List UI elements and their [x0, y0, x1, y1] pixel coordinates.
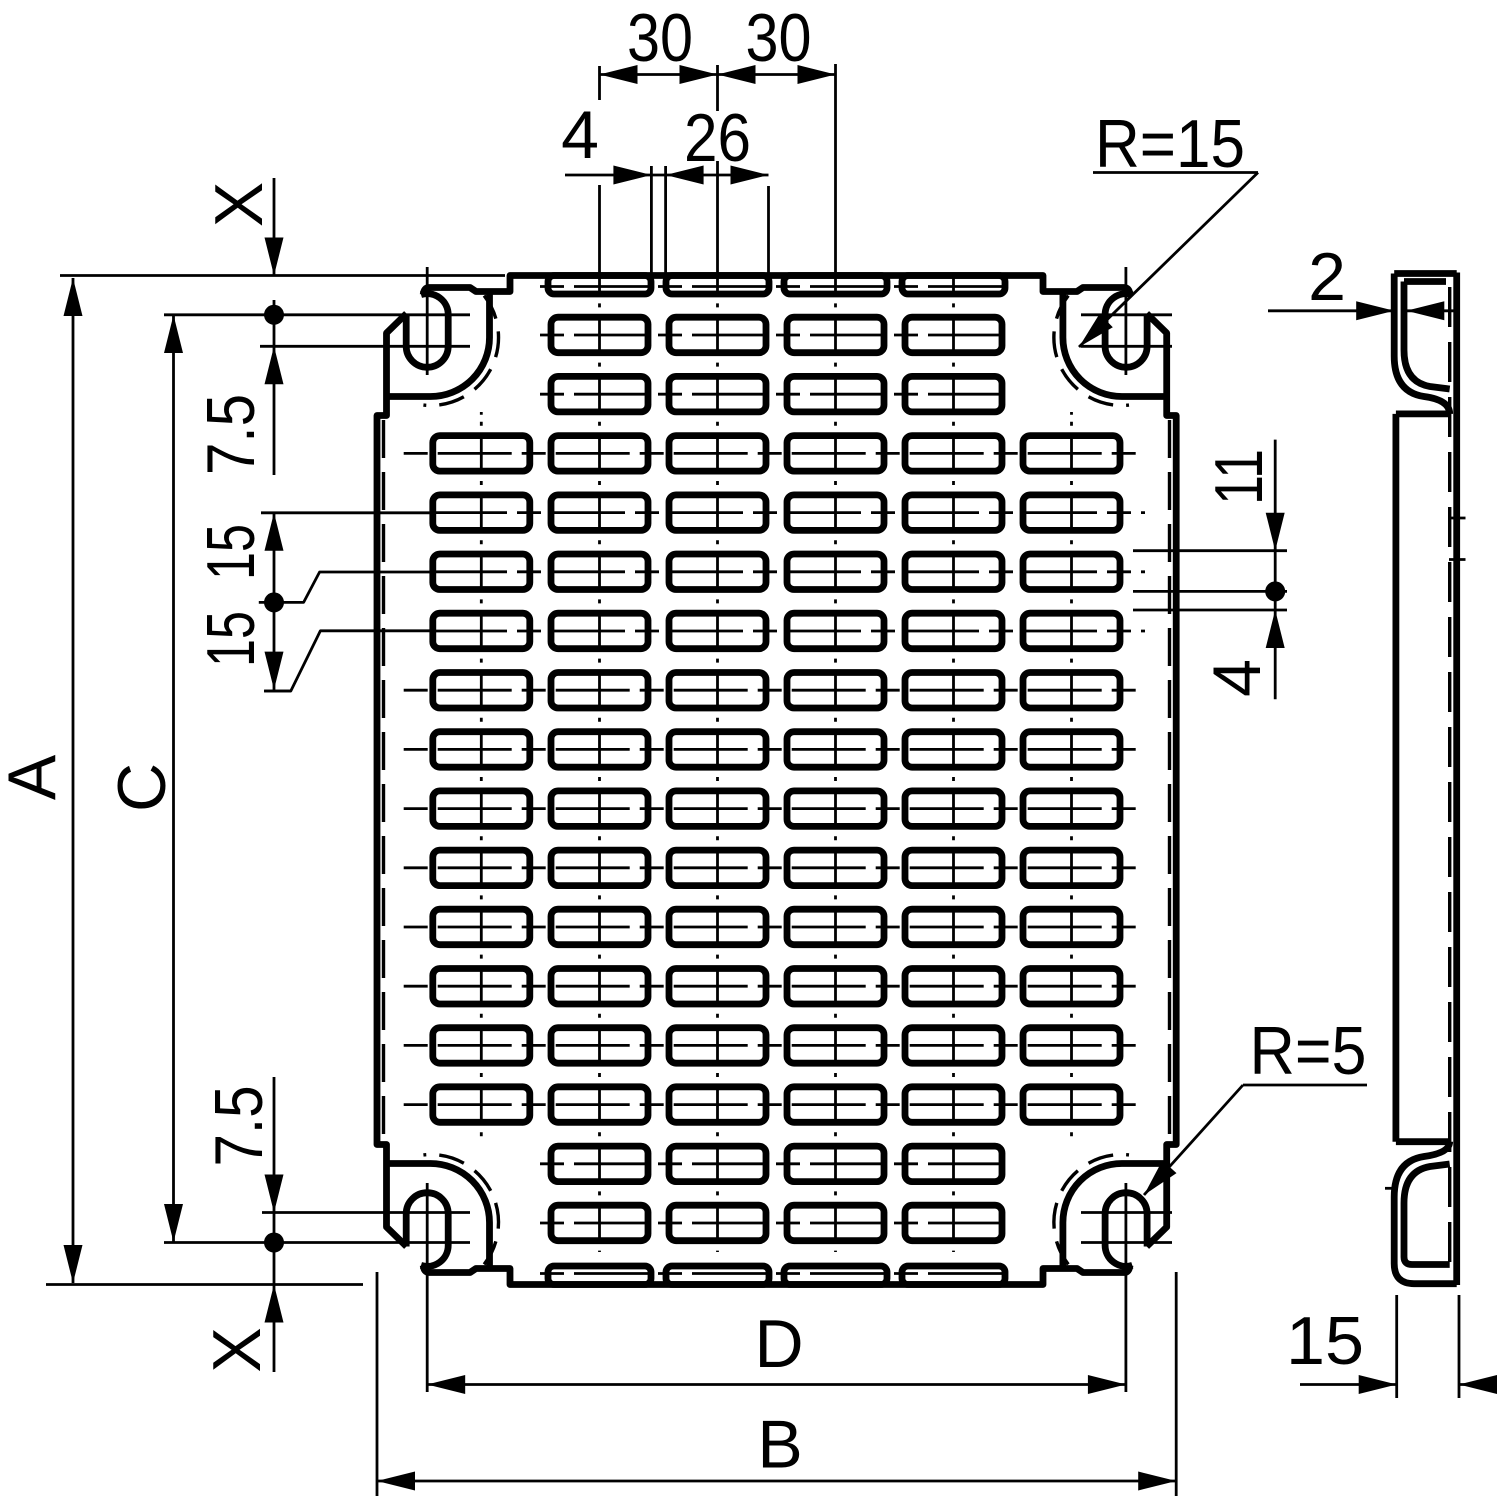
svg-text:11: 11: [1201, 449, 1277, 505]
svg-text:C: C: [104, 763, 180, 812]
svg-text:4: 4: [1199, 659, 1275, 697]
svg-text:30: 30: [627, 0, 693, 76]
svg-text:R=15: R=15: [1095, 106, 1245, 182]
svg-text:15: 15: [193, 524, 269, 580]
svg-text:4: 4: [561, 97, 599, 173]
svg-text:X: X: [201, 182, 277, 227]
svg-text:X: X: [199, 1327, 275, 1372]
svg-text:7.5: 7.5: [193, 394, 269, 475]
svg-text:A: A: [0, 754, 70, 800]
svg-text:B: B: [757, 1407, 802, 1483]
svg-text:2: 2: [1308, 239, 1346, 315]
svg-text:R=5: R=5: [1250, 1013, 1367, 1089]
svg-text:30: 30: [746, 0, 812, 76]
svg-text:26: 26: [684, 100, 751, 176]
svg-text:15: 15: [1286, 1303, 1364, 1379]
svg-text:15: 15: [193, 611, 269, 667]
svg-text:7.5: 7.5: [201, 1086, 277, 1167]
svg-text:D: D: [754, 1306, 803, 1382]
